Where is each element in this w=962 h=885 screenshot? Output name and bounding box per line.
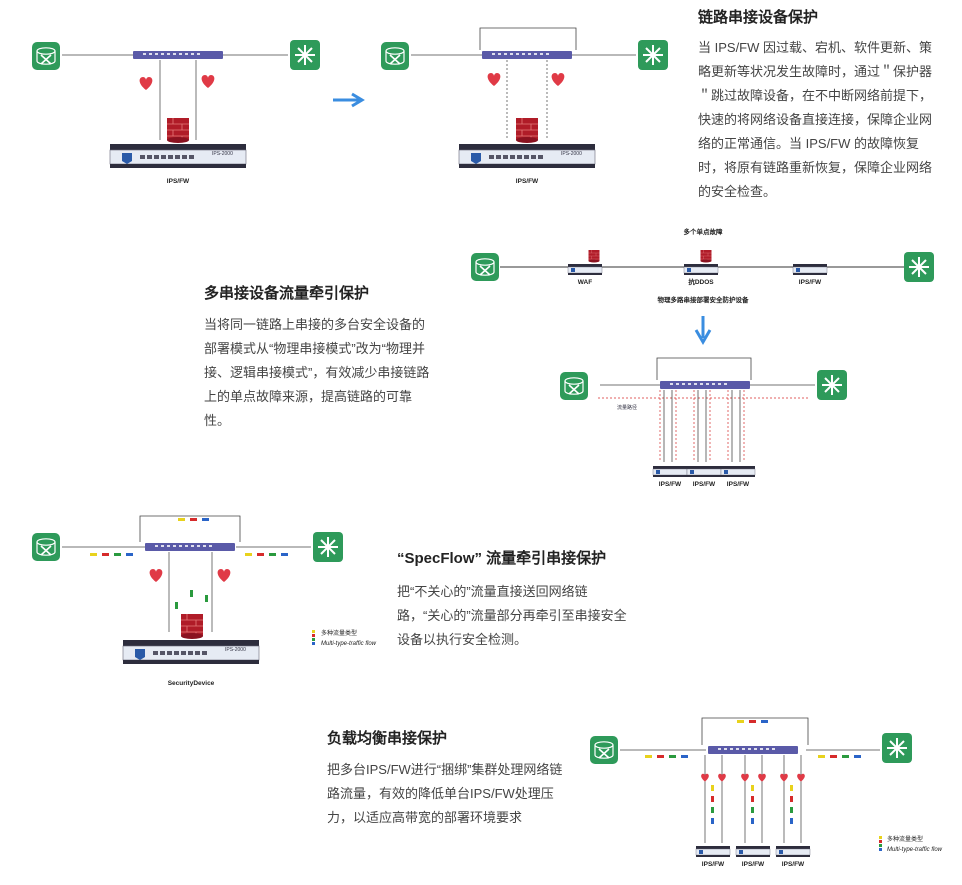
- switch-icon: [312, 531, 344, 563]
- legend-en-label: Multi-type-traffic flow: [321, 641, 377, 647]
- ips-device-icon: [792, 263, 828, 276]
- ips-fw-label: IPS/FW: [782, 861, 805, 868]
- router-icon: [31, 532, 61, 562]
- lb-heartbeats: [701, 773, 805, 782]
- ips-fw-label: IPS/FW: [702, 861, 725, 868]
- ips-fw-label: IPS/FW: [799, 279, 822, 286]
- diagram-logical-chain: 流量路径 IPS/FW IPS/FW IPS/FW: [559, 357, 848, 488]
- diagram-load-balance: IPS/FW IPS/FW IPS/FW 多种流量类型 Multi-type-t…: [589, 717, 943, 868]
- router-icon: [589, 735, 619, 765]
- firewall-icon: [515, 117, 539, 144]
- switch-icon: [903, 251, 935, 283]
- phys-deploy-label: 物理多路串接部署安全防护设备: [658, 295, 750, 304]
- ips-fw-label: IPS/FW: [742, 861, 765, 868]
- router-icon: [31, 41, 61, 71]
- section-body-multi-chain: 当将同一链路上串接的多台安全设备的部署模式从“物理串接模式”改为“物理并接、逻辑…: [204, 317, 430, 428]
- router-icon: [470, 252, 500, 282]
- section-title-multi-chain: 多串接设备流量牵引保护: [204, 285, 370, 302]
- section-body-load-balance: 把多台IPS/FW进行“捆绑”集群处理网络链路流量，有效的降低单台IPS/FW处…: [327, 762, 563, 825]
- ips-device-icon: [720, 465, 756, 478]
- diagram-bypass-before: IPS-2000 IPS/FW: [31, 39, 321, 185]
- ips-device-icon: [775, 845, 811, 858]
- antiddos-label: 抗DDOS: [688, 277, 714, 286]
- device-model-label: IPS-2000: [212, 151, 233, 157]
- ips-fw-label: IPS/FW: [659, 481, 682, 488]
- heartbeat-icon: [139, 77, 153, 90]
- device-model-label: IPS-2000: [561, 151, 582, 157]
- bypass-switch-icon: [133, 51, 223, 59]
- bypass-switch-icon: [660, 381, 750, 389]
- bypass-switch-icon: [708, 746, 798, 754]
- traffic-dashes: [645, 720, 861, 758]
- traffic-dashes: [90, 518, 288, 609]
- device-model-label: IPS-2000: [225, 647, 246, 653]
- section-title-load-balance: 负载均衡串接保护: [327, 730, 448, 747]
- ips-fw-label: IPS/FW: [693, 481, 716, 488]
- section-body-specflow: 把“不关心的”流量直接送回网络链路，“关心的”流量部分再牵引至串接安全设备以执行…: [397, 584, 627, 647]
- diagram-multi-chain: 多个单点故障 WAF 抗DDOS IPS/FW 物理多路串接部署安全防护设备: [470, 227, 935, 345]
- switch-icon: [881, 732, 913, 764]
- heartbeat-icon: [217, 569, 231, 582]
- bypass-switch-icon: [482, 51, 572, 59]
- arrow-down-icon: [694, 316, 712, 345]
- traffic-legend: 多种流量类型 Multi-type-traffic flow: [879, 835, 943, 853]
- switch-icon: [637, 39, 669, 71]
- legend-cn-label: 多种流量类型: [887, 835, 923, 843]
- ips-device-icon: [652, 465, 688, 478]
- legend-cn-label: 多种流量类型: [321, 629, 357, 637]
- arrow-right-icon: [333, 92, 365, 108]
- traffic-legend: 多种流量类型 Multi-type-traffic flow: [312, 629, 377, 647]
- multi-failure-label: 多个单点故障: [684, 227, 724, 236]
- heartbeat-icon: [487, 73, 501, 86]
- ips-device-icon: [735, 845, 771, 858]
- heartbeat-icon: [201, 75, 215, 88]
- firewall-icon: [700, 249, 712, 263]
- firewall-icon: [180, 613, 204, 640]
- lb-traffic-columns: [711, 785, 793, 824]
- router-icon: [559, 371, 589, 401]
- firewall-icon: [166, 117, 190, 144]
- heartbeat-icon: [149, 569, 163, 582]
- section-body-bypass: 当 IPS/FW 因过载、宕机、软件更新、策略更新等状况发生故障时，通过＂保护器…: [698, 40, 933, 199]
- security-device-label: SecurityDevice: [168, 680, 215, 687]
- flow-path-label: 流量路径: [617, 404, 637, 411]
- router-icon: [380, 41, 410, 71]
- bypass-switch-icon: [145, 543, 235, 551]
- legend-en-label: Multi-type-traffic flow: [887, 847, 943, 853]
- ips-device-icon: [695, 845, 731, 858]
- ips-fw-label: IPS/FW: [727, 481, 750, 488]
- firewall-icon: [588, 249, 600, 263]
- diagram-specflow: IPS-2000 SecurityDevice 多种流量类型 Multi-typ…: [31, 515, 377, 687]
- section-title-bypass: 链路串接设备保护: [698, 9, 819, 26]
- switch-icon: [816, 369, 848, 401]
- antiddos-device-icon: [683, 263, 719, 276]
- waf-label: WAF: [578, 279, 592, 286]
- ips-fw-label: IPS/FW: [167, 178, 190, 185]
- heartbeat-icon: [551, 73, 565, 86]
- switch-icon: [289, 39, 321, 71]
- section-title-specflow: “SpecFlow” 流量牵引串接保护: [397, 550, 607, 567]
- ips-fw-label: IPS/FW: [516, 178, 539, 185]
- waf-device-icon: [567, 263, 603, 276]
- diagram-bypass-after: IPS-2000 IPS/FW: [380, 27, 669, 185]
- ips-device-icon: [686, 465, 722, 478]
